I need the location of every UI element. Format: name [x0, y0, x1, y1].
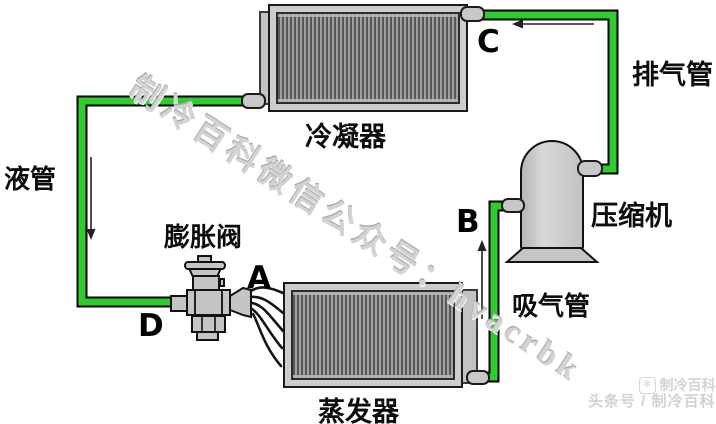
- condenser-outlet-stub: [460, 6, 485, 22]
- discharge-pipe: [478, 11, 617, 173]
- evaporator-label: 蒸发器: [318, 397, 399, 424]
- condenser-body: [268, 4, 468, 112]
- point-b-label: B: [456, 204, 480, 240]
- discharge-pipe-label: 排气管: [632, 60, 713, 90]
- point-d-label: D: [138, 308, 164, 344]
- point-a-label: A: [247, 260, 271, 296]
- suction-pipe-label: 吸气管: [512, 292, 591, 321]
- evaporator-outlet-stub: [466, 370, 490, 385]
- valve-diaphragm-cap: [184, 261, 226, 270]
- distributor-tube: [250, 301, 285, 333]
- suction-flow-arrowhead: [477, 240, 487, 251]
- distributor-tube: [249, 286, 285, 295]
- compressor-base: [504, 247, 600, 263]
- valve-bottom-stub: [196, 331, 219, 341]
- suction-pipe: [482, 202, 506, 381]
- snowflake-icon: ❄: [638, 377, 656, 394]
- compressor-suction-stub: [501, 198, 525, 213]
- compressor-label: 压缩机: [591, 201, 672, 231]
- liquid-pipe: [78, 97, 250, 306]
- condenser-inlet-stub: [241, 93, 266, 109]
- brand-logo: ❄ 制冷百科 头条号 / 制冷百科: [588, 377, 716, 411]
- distributor-tube: [249, 295, 285, 315]
- valve-side-fitting: [219, 278, 225, 287]
- discharge-flow-arrowhead: [512, 19, 523, 29]
- condenser-label: 冷凝器: [305, 122, 386, 152]
- point-c-label: C: [477, 24, 500, 60]
- logo-account-line: 头条号 / 制冷百科: [588, 393, 716, 410]
- liquid-pipe-label: 液管: [4, 165, 57, 194]
- logo-brand-name: 制冷百科: [659, 376, 716, 393]
- valve-cross-body: [186, 289, 231, 316]
- evaporator-body: [283, 282, 463, 388]
- liquid-pipe-outline: [76, 95, 250, 308]
- expansion-valve-label: 膨胀阀: [164, 223, 243, 252]
- compressor-discharge-stub: [577, 160, 603, 177]
- distributor-tube: [250, 307, 284, 350]
- liquid-flow-arrowhead: [86, 229, 96, 240]
- evaporator-fins: [291, 290, 455, 380]
- valve-inlet-port: [170, 295, 188, 312]
- distributor-tube: [251, 312, 283, 368]
- compressor-body: [520, 140, 584, 251]
- condenser-fins: [276, 12, 460, 104]
